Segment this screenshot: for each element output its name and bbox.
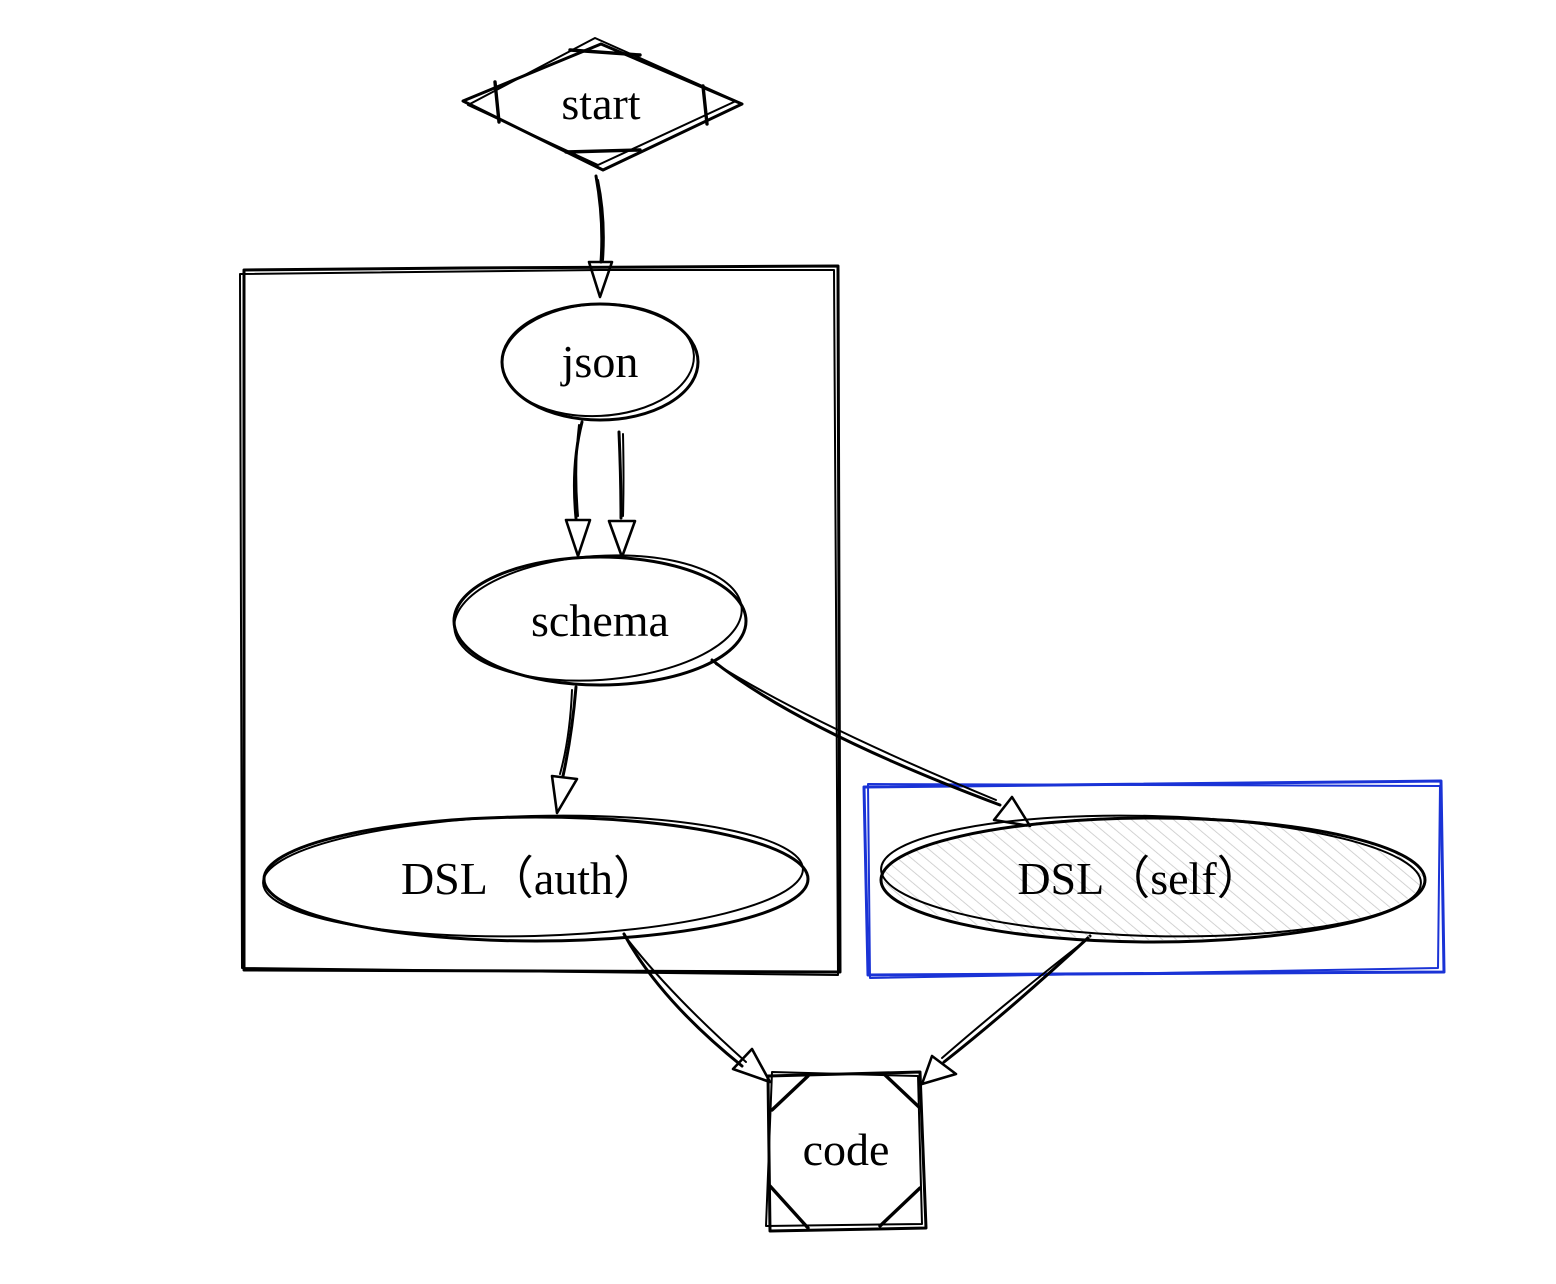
node-code-label: code [803, 1124, 890, 1175]
node-schema-label: schema [531, 595, 669, 646]
edge-json-schema-1 [564, 420, 592, 558]
node-json-label: json [560, 336, 639, 387]
main-cluster [239, 264, 842, 976]
node-schema: schema [452, 554, 748, 687]
edge-schema-dsl-auth [550, 685, 579, 815]
edge-dsl-auth-code [622, 932, 772, 1084]
edge-schema-dsl-self [710, 658, 1032, 828]
self-cluster [862, 779, 1446, 979]
edge-dsl-self-code [920, 934, 1092, 1086]
node-start-label: start [561, 78, 640, 129]
edge-json-schema-2 [607, 430, 637, 559]
node-start: start [461, 37, 744, 172]
edge-start-json [587, 174, 614, 299]
node-dsl-auth-label: DSL（auth） [401, 853, 659, 904]
node-json: json [500, 302, 700, 422]
node-dsl-self: DSL（self） [879, 814, 1427, 944]
node-dsl-self-label: DSL（self） [1017, 853, 1262, 904]
node-code: code [765, 1070, 928, 1233]
node-dsl-auth: DSL（auth） [262, 814, 810, 943]
